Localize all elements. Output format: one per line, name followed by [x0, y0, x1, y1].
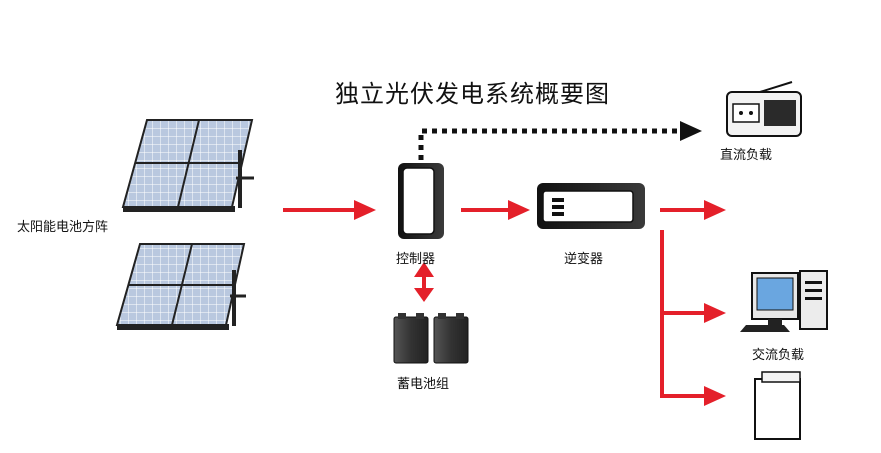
solar-panel-lower: [115, 243, 246, 330]
arrow-controller-to-inverter: [461, 200, 530, 220]
diagram-title: 独立光伏发电系统概要图: [335, 80, 610, 108]
arrow-array-to-controller: [283, 200, 376, 220]
label-inverter: 逆变器: [564, 252, 604, 267]
arrow-controller-battery-bidirectional: [414, 262, 434, 302]
label-dc-load: 直流负载: [720, 148, 773, 163]
arrow-dc-dotted: [418, 121, 702, 160]
controller-device: [398, 163, 444, 239]
label-battery-bank: 蓄电池组: [397, 377, 450, 392]
arrow-inverter-output: [660, 200, 726, 220]
inverter-device: [537, 183, 645, 229]
radio-icon: [726, 81, 802, 137]
appliance-icon: [754, 371, 801, 440]
label-solar-array: 太阳能电池方阵: [17, 220, 109, 235]
label-ac-load: 交流负载: [752, 348, 805, 363]
label-controller: 控制器: [396, 252, 436, 267]
solar-panel-upper: [121, 119, 254, 212]
computer-icon: [740, 270, 828, 332]
arrow-branch-to-ac-loads: [660, 230, 726, 406]
battery-bank: [393, 313, 469, 364]
